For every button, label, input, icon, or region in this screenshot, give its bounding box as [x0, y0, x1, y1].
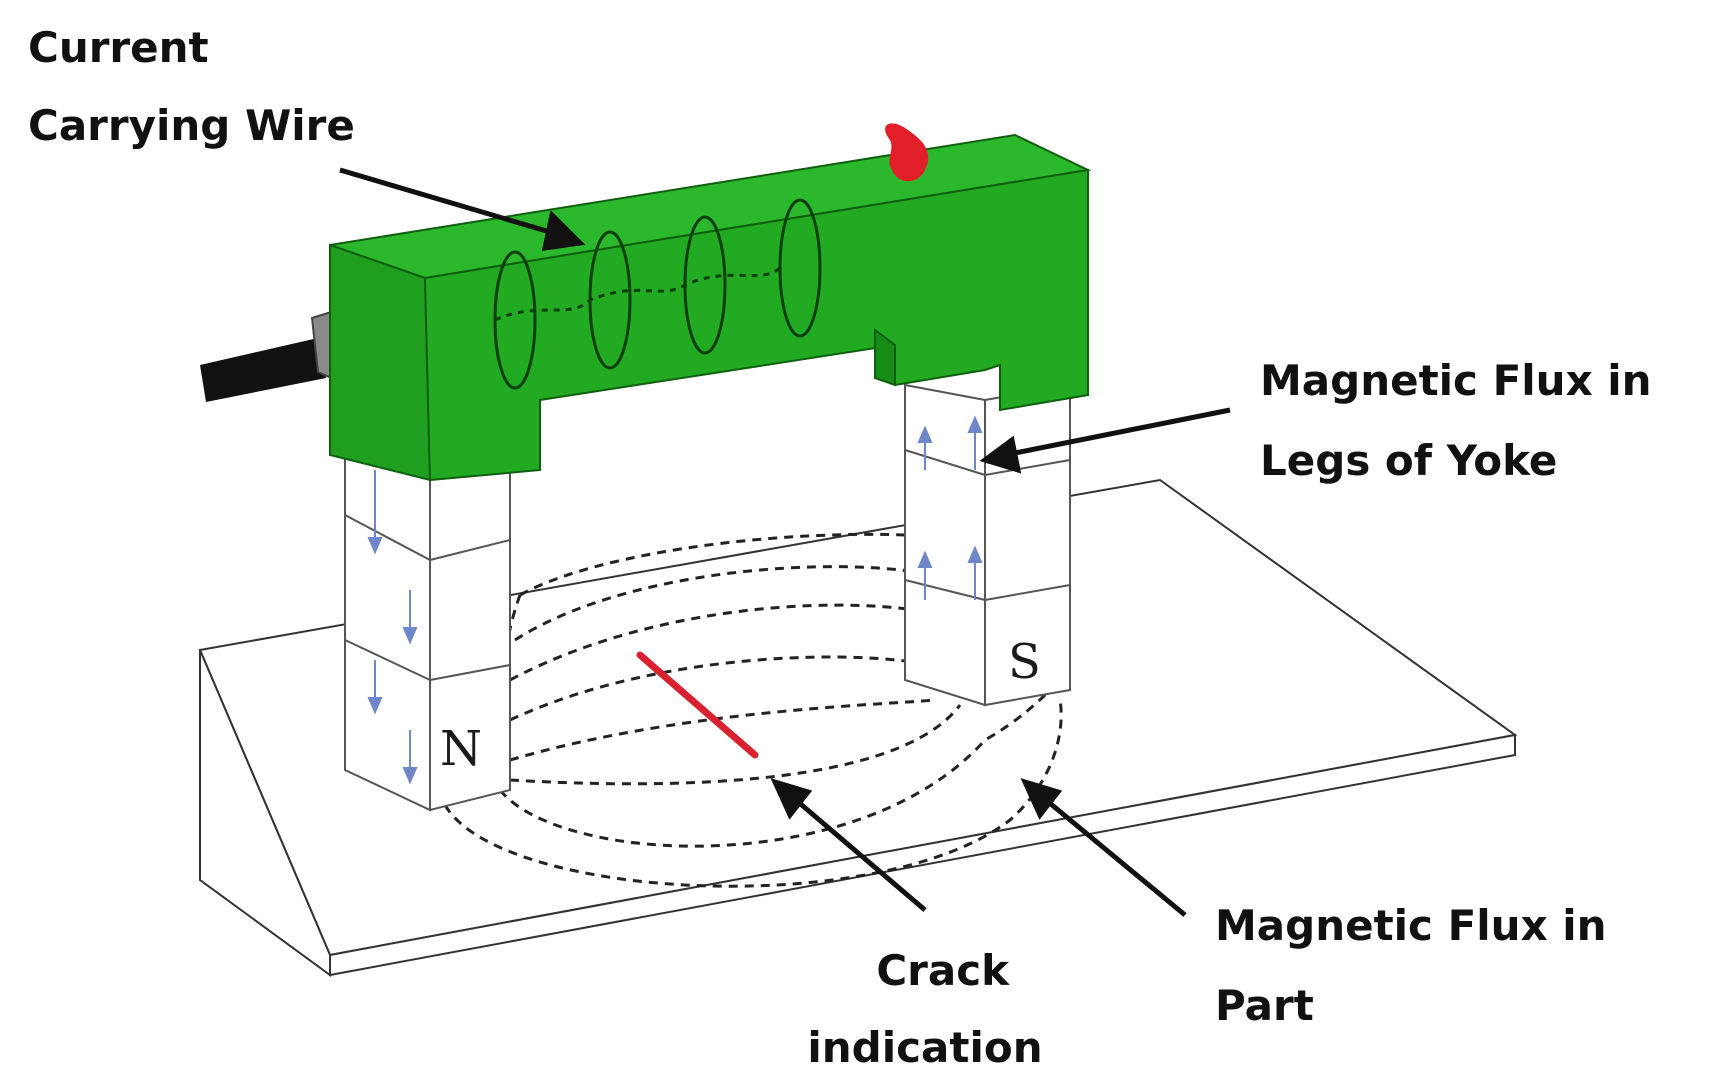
leg-segment-line: [904, 449, 986, 476]
trigger-switch: [885, 123, 929, 182]
label-current-wire: Current Carrying Wire: [28, 23, 355, 150]
leg-segment-line: [984, 584, 1071, 601]
flux-arrows-south-leg: [917, 415, 983, 600]
flux-line: [509, 704, 962, 786]
flux-arrow-head: [917, 425, 933, 443]
flux-arrows-north-leg: [367, 470, 418, 785]
flux-arrow-head: [967, 415, 983, 433]
label-flux-legs: Magnetic Flux in Legs of Yoke: [1260, 356, 1666, 485]
label-line: Legs of Yoke: [1260, 436, 1557, 485]
yoke-inner-face: [874, 328, 896, 387]
flux-arrow-head: [402, 627, 418, 645]
leg-segment-line: [429, 539, 511, 561]
leg-segment-line: [344, 639, 431, 681]
switch-button: [885, 123, 929, 182]
arrow-crack: [788, 793, 927, 912]
flux-arrow-head: [402, 767, 418, 785]
yoke-front-face: [423, 168, 1089, 482]
flux-line: [443, 699, 1063, 888]
label-crack: Crack indication: [807, 946, 1042, 1072]
yoke-left-end-face: [329, 243, 432, 482]
flux-arrow-head: [367, 537, 383, 555]
crack-indication-mark: [636, 651, 759, 759]
label-line: Part: [1215, 981, 1314, 1030]
test-plate: [198, 478, 1518, 977]
plate-front-face: [329, 733, 1516, 977]
label-flux-part: Magnetic Flux in Part: [1215, 901, 1621, 1030]
flux-line: [509, 655, 931, 722]
label-line: Magnetic Flux in: [1215, 901, 1607, 950]
pole-label-south: S: [1008, 634, 1041, 690]
label-line: Crack: [876, 946, 1010, 995]
flux-lines-part: [443, 532, 1063, 888]
flux-line: [509, 603, 941, 682]
coil-turn: [778, 198, 822, 338]
label-line: Magnetic Flux in: [1260, 356, 1652, 405]
pole-label-north: N: [440, 721, 482, 777]
cable: [200, 338, 326, 402]
coil-windings: [493, 198, 822, 390]
arrow-flux-legs: [1004, 407, 1231, 458]
leg-segment-line: [429, 664, 511, 681]
leg-side-face: [344, 419, 431, 812]
flux-arrow-head: [367, 697, 383, 715]
leg-segment-line: [344, 514, 431, 561]
leg-segment-line: [984, 459, 1071, 476]
arrow-head: [1020, 778, 1063, 820]
arrow-head: [541, 209, 586, 251]
yoke-leg-south: [904, 383, 1071, 707]
flux-line: [498, 688, 1052, 848]
coil-wire-link: [494, 266, 781, 322]
flux-arrow-head: [917, 550, 933, 568]
flux-line: [519, 532, 1001, 597]
label-line: Carrying Wire: [28, 101, 355, 150]
leader-arrows: [339, 167, 1231, 917]
leg-segment-line: [904, 579, 986, 601]
arrow-head: [770, 778, 813, 820]
arrow-current-wire: [339, 167, 561, 238]
arrow-head: [979, 435, 1022, 474]
label-line: indication: [807, 1023, 1042, 1072]
flux-line: [509, 698, 936, 762]
arrow-flux-part: [1038, 793, 1187, 917]
label-line: Current: [28, 23, 209, 72]
flux-arrow-head: [967, 545, 983, 563]
